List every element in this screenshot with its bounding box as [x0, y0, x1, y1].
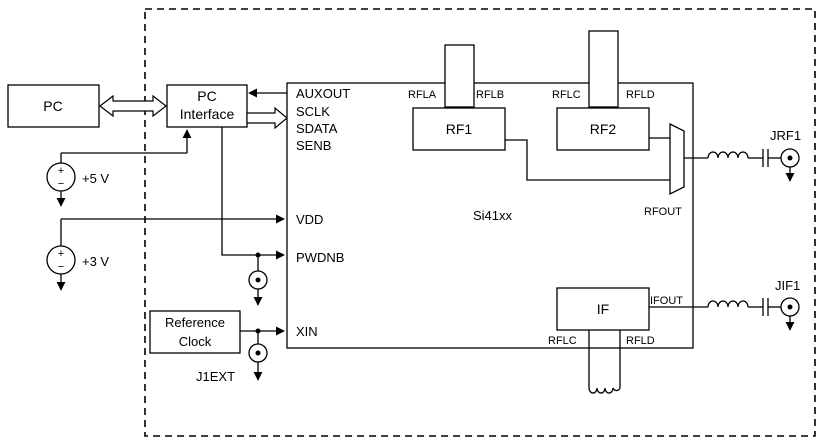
chip-label: Si41xx [473, 208, 513, 223]
reference-clock-label-line2: Clock [179, 334, 212, 349]
pin-rflc-top: RFLC [552, 89, 581, 101]
jif1-label: JIF1 [775, 278, 800, 293]
rf2-block [556, 107, 650, 151]
rf2-inductor [588, 30, 619, 108]
supply-5v: + − [46, 129, 192, 207]
if-block [556, 287, 650, 331]
pwdnb-test-connector [248, 270, 268, 306]
pin-sdata: SDATA [296, 121, 338, 136]
if-inductor-coil [588, 387, 621, 394]
j1ext-label: J1EXT [196, 369, 235, 384]
pin-sclk: SCLK [296, 104, 330, 119]
pin-auxout: AUXOUT [296, 86, 350, 101]
board-boundary [144, 8, 816, 437]
supply-3v: + − [46, 214, 285, 291]
rf1-label: RF1 [446, 121, 473, 137]
pin-xin: XIN [296, 324, 318, 339]
pin-rfout: RFOUT [644, 206, 682, 218]
pin-rfla: RFLA [408, 89, 437, 101]
if-label: IF [597, 301, 609, 317]
reference-clock-label-line1: Reference [165, 315, 225, 330]
pc-block: PC [7, 84, 100, 128]
svg-text:−: − [58, 178, 64, 190]
pin-rflb: RFLB [476, 89, 504, 101]
rf2-label: RF2 [590, 121, 617, 137]
jrf1-label: JRF1 [770, 128, 801, 143]
j1ext-connector [248, 343, 268, 381]
pin-ifout: IFOUT [650, 295, 683, 307]
supply-3v-label: +3 V [82, 254, 109, 269]
serial-bus-arrow [246, 106, 288, 130]
pin-vdd: VDD [296, 212, 323, 227]
pwdnb-line [221, 127, 285, 260]
svg-text:+: + [58, 165, 64, 177]
svg-text:−: − [58, 261, 64, 273]
supply-5v-label: +5 V [82, 171, 109, 186]
pc-interface-block: PC Interface [166, 84, 248, 128]
pin-pwdnb: PWDNB [296, 250, 344, 265]
pin-rfld-bottom: RFLD [626, 335, 655, 347]
jif1-connector [780, 297, 800, 331]
if-out-inductor [707, 300, 749, 308]
pc-interface-label-line2: Interface [180, 106, 235, 122]
svg-text:+: + [58, 248, 64, 260]
rf-out-inductor [707, 151, 749, 159]
pin-senb: SENB [296, 138, 331, 153]
pin-rflc-bottom: RFLC [548, 335, 577, 347]
reference-clock-block: Reference Clock [149, 310, 241, 354]
rf1-block [412, 107, 506, 151]
pin-rfld-top: RFLD [626, 89, 655, 101]
rf1-to-mux [505, 139, 670, 181]
pc-interface-label-line1: PC [197, 88, 216, 104]
pc-label: PC [43, 98, 62, 114]
rf-mux [669, 122, 685, 196]
pc-link-arrow [99, 94, 167, 118]
jrf1-connector [780, 148, 800, 182]
rf1-inductor [444, 44, 475, 108]
